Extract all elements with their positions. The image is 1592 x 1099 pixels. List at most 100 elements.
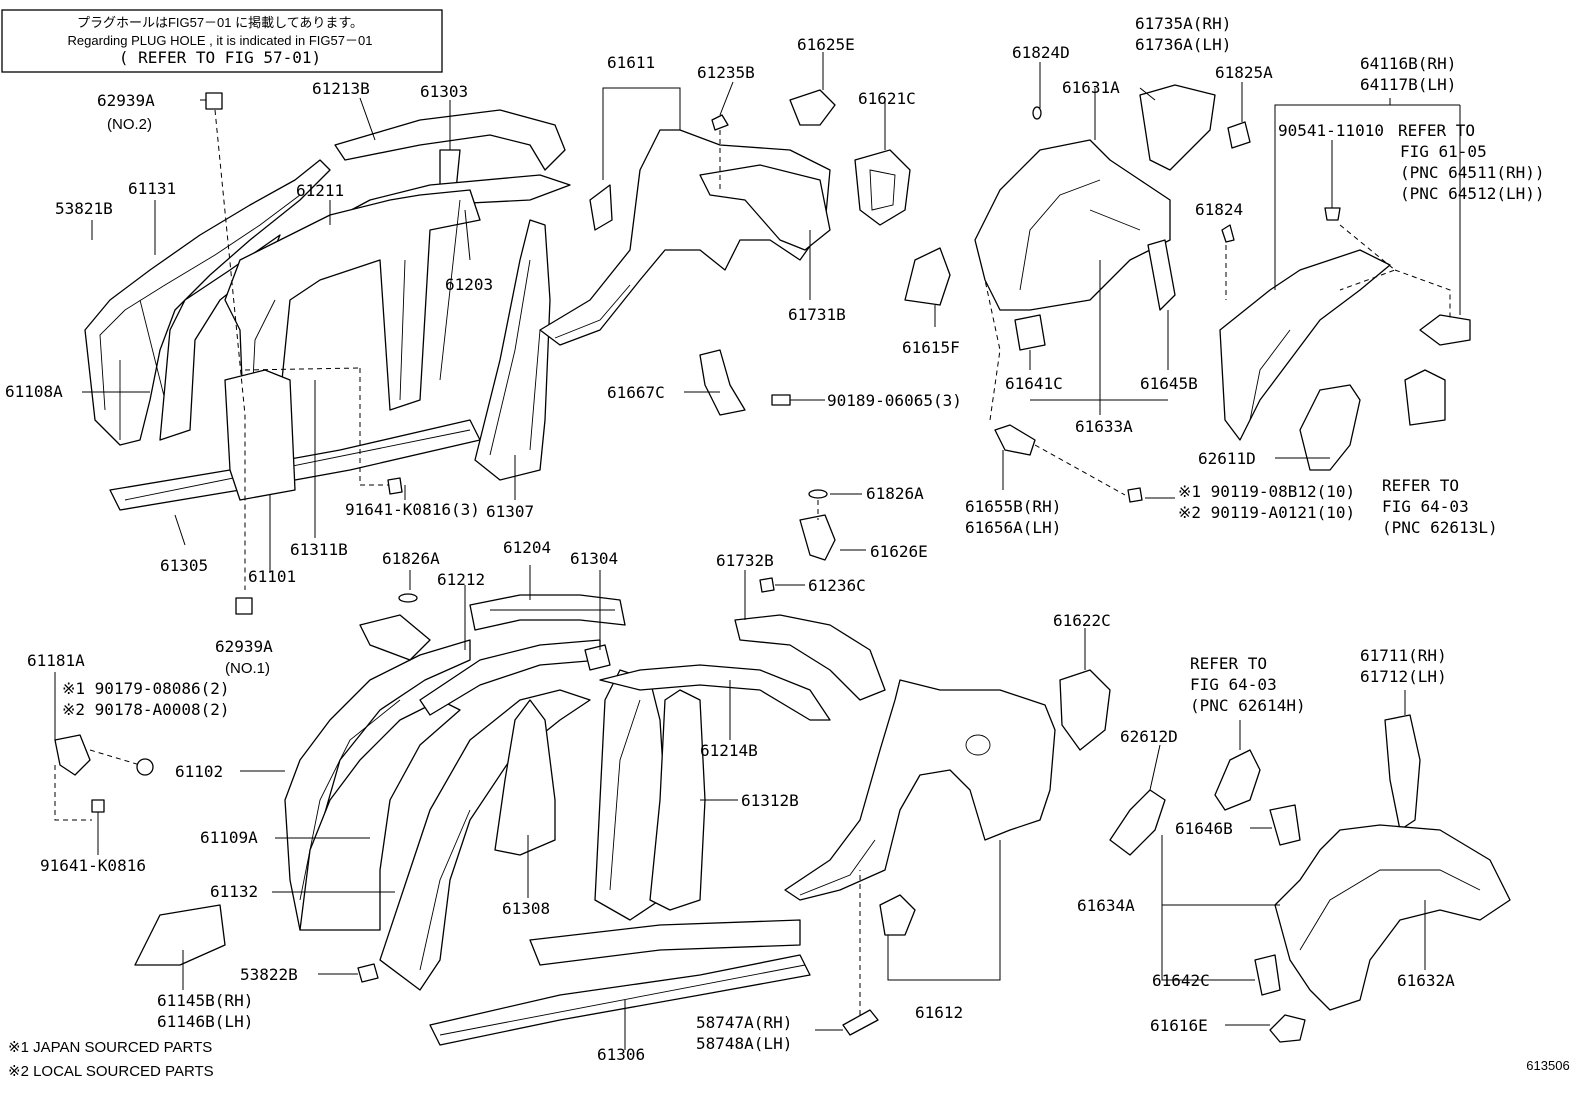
- plug-62939A-top: [205, 92, 223, 110]
- label-61181A: 61181A: [27, 651, 85, 670]
- label-61735A: 61735A(RH): [1135, 14, 1231, 33]
- label-61102: 61102: [175, 762, 223, 781]
- plug-62939A-bottom: [235, 597, 253, 615]
- panel-61711: [1384, 714, 1421, 831]
- bracket-61646B: [1269, 804, 1301, 846]
- label-61826A-top: 61826A: [866, 484, 924, 503]
- bracket-61641C: [1014, 314, 1046, 351]
- label-61306: 61306: [597, 1045, 645, 1064]
- label-90541: 90541-11010: [1278, 121, 1384, 140]
- label-53821B: 53821B: [55, 199, 113, 218]
- panel-61735A: [1139, 84, 1216, 171]
- note-line-1: プラグホールはFIG57－01 に掲載してあります。: [77, 15, 363, 30]
- figure-id: 613506: [1526, 1058, 1569, 1073]
- bolt-91641: [91, 799, 105, 813]
- refer-64-03-a-line3: (PNC 62613L): [1382, 518, 1498, 537]
- bracket-61642C: [1254, 954, 1281, 996]
- bracket-61826A: [359, 614, 431, 661]
- label-61826A-bottom: 61826A: [382, 549, 440, 568]
- label-61312B: 61312B: [741, 791, 799, 810]
- label-61824D: 61824D: [1012, 43, 1070, 62]
- label-61633A: 61633A: [1075, 417, 1133, 436]
- bracket-62613L: [1404, 369, 1446, 426]
- label-61645B: 61645B: [1140, 374, 1198, 393]
- label-61304: 61304: [570, 549, 618, 568]
- label-61108A: 61108A: [5, 382, 63, 401]
- label-61824: 61824: [1195, 200, 1243, 219]
- refer-64-03-a-line2: FIG 64-03: [1382, 497, 1469, 516]
- wheelhouse-61634A: [1274, 824, 1511, 1011]
- bolt-90179: [136, 758, 154, 776]
- label-61612: 61612: [915, 1003, 963, 1022]
- note-line-2: Regarding PLUG HOLE , it is indicated in…: [68, 33, 373, 48]
- clip-61236C: [759, 577, 775, 593]
- label-61307: 61307: [486, 502, 534, 521]
- bracket-61145B: [134, 904, 226, 966]
- label-62611D: 62611D: [1198, 449, 1256, 468]
- plug-61824D: [1032, 106, 1042, 120]
- molding-58747A: [842, 1009, 879, 1036]
- label-62612D: 62612D: [1120, 727, 1178, 746]
- bracket-61616E: [1269, 1014, 1306, 1043]
- label-61731B: 61731B: [788, 305, 846, 324]
- label-90189: 90189-06065(3): [827, 391, 962, 410]
- label-61631A: 61631A: [1062, 78, 1120, 97]
- bracket-64512: [1419, 314, 1471, 346]
- label-90179: ※1 90179-08086(2): [62, 679, 230, 698]
- part-shapes: [54, 84, 1511, 1046]
- bolt-91641-3: [387, 477, 403, 495]
- refer-64-03-b-line3: (PNC 62614H): [1190, 696, 1306, 715]
- label-61214B: 61214B: [700, 741, 758, 760]
- panel-61731B: [699, 164, 831, 251]
- label-90178: ※2 90178-A0008(2): [62, 700, 230, 719]
- leader-lines: [54, 52, 1461, 1050]
- bracket-61611: [589, 184, 613, 231]
- label-61203: 61203: [445, 275, 493, 294]
- label-53822B: 53822B: [240, 965, 298, 984]
- rocker-61306: [429, 954, 811, 1046]
- refer-64-03-a-line1: REFER TO: [1382, 476, 1459, 495]
- bracket-61622C: [1059, 669, 1111, 751]
- label-61311B: 61311B: [290, 540, 348, 559]
- bracket-61667C: [699, 349, 746, 416]
- bolt-90119: [1127, 487, 1143, 503]
- label-61634A: 61634A: [1077, 896, 1135, 915]
- pad-61825A: [1227, 121, 1251, 149]
- panel-61109A: [299, 699, 461, 931]
- plug-61826A-bottom: [398, 593, 418, 603]
- label-61615F: 61615F: [902, 338, 960, 357]
- label-91641-3: 91641-K0816(3): [345, 500, 480, 519]
- label-61305: 61305: [160, 556, 208, 575]
- bracket-61626E: [799, 514, 836, 561]
- label-64116B: 64116B(RH): [1360, 54, 1456, 73]
- refer-61-05-line2: FIG 61-05: [1400, 142, 1487, 161]
- panel-64116B: [1219, 249, 1391, 441]
- liner-62611D: [1299, 384, 1361, 471]
- refer-61-05-line4: (PNC 64512(LH)): [1400, 184, 1545, 203]
- bracket-61625E: [789, 89, 836, 126]
- label-61646B: 61646B: [1175, 819, 1233, 838]
- label-90119-a: ※1 90119-08B12(10): [1178, 482, 1355, 501]
- label-61611: 61611: [607, 53, 655, 72]
- label-61622C: 61622C: [1053, 611, 1111, 630]
- clip-53822B: [357, 963, 379, 983]
- panel-61101: [224, 369, 296, 501]
- pillar-inner-61308: [494, 699, 556, 856]
- clip-90541: [1324, 207, 1341, 221]
- clip-61235B: [711, 114, 729, 131]
- label-61303: 61303: [420, 82, 468, 101]
- label-61109A: 61109A: [200, 828, 258, 847]
- label-64117B: 64117B(LH): [1360, 75, 1456, 94]
- liner-62612D: [1109, 789, 1166, 856]
- step-panel: [529, 919, 801, 966]
- footnote-japan: ※1 JAPAN SOURCED PARTS: [8, 1039, 212, 1056]
- label-61146B: 61146B(LH): [157, 1012, 253, 1031]
- quarter-panel-61612: [784, 679, 1056, 901]
- refer-64-03-b-line2: FIG 64-03: [1190, 675, 1277, 694]
- bracket-61612-lower: [879, 894, 916, 936]
- label-61632A: 61632A: [1397, 971, 1455, 990]
- label-61213B: 61213B: [312, 79, 370, 98]
- label-61204: 61204: [503, 538, 551, 557]
- label-61621C: 61621C: [858, 89, 916, 108]
- label-61236C: 61236C: [808, 576, 866, 595]
